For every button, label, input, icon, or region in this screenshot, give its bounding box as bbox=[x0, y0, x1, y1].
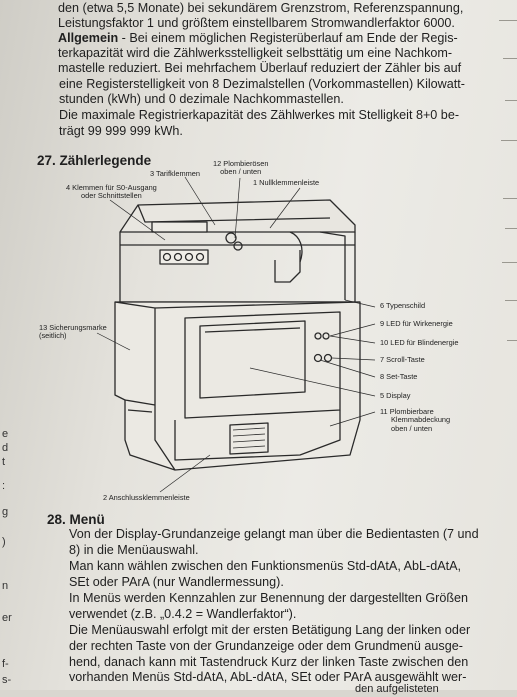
label-3-tariff-terminals: 3 Tarifklemmen bbox=[150, 169, 200, 178]
menu-line-1: Von der Display-Grundanzeige gelangt man… bbox=[69, 527, 479, 541]
menu-line-3: Man kann wählen zwischen den Funktionsme… bbox=[69, 559, 462, 573]
intro-line-3: Allgemein - Bei einem möglichen Register… bbox=[58, 31, 458, 45]
menu-line-8: der rechten Taste von der Grundanzeige o… bbox=[69, 639, 463, 653]
menu-line-4: SEt oder PArA (nur Wandlermessung). bbox=[69, 575, 284, 589]
intro-line-1: den (etwa 5,5 Monate) bei sekundärem Gre… bbox=[58, 1, 464, 15]
label-13-security-mark: 13 Sicherungsmarke(seitlich) bbox=[39, 323, 107, 341]
margin-fragment: d bbox=[2, 442, 9, 454]
margin-fragment: e bbox=[2, 428, 9, 440]
menu-line-10: vorhanden Menüs Std-dAtA, AbL-dAtA, SEt … bbox=[69, 670, 467, 684]
section-28-heading: 28. Menü bbox=[47, 512, 105, 527]
margin-fragment: g bbox=[2, 506, 9, 518]
intro-line-5: mastelle reduziert. Bei mehrfachem Überl… bbox=[58, 61, 462, 75]
intro-line-6: eine Registerstelligkeit von 8 Dezimalst… bbox=[59, 77, 465, 91]
intro-line-7: stunden (kWh) und 0 dezimale Nachkommast… bbox=[59, 92, 344, 106]
menu-line-9: hend, danach kann mit Tastendruck Kurz d… bbox=[69, 655, 469, 669]
label-1-neutral-strip: 1 Nullklemmenleiste bbox=[253, 178, 320, 187]
menu-line-6: verwendet (z.B. „0.4.2 = Wandlerfaktor“)… bbox=[69, 607, 297, 621]
margin-fragment: f- bbox=[2, 658, 9, 670]
label-10-led-reactive: 10 LED für Blindenergie bbox=[380, 338, 459, 347]
label-6-type-plate: 6 Typenschild bbox=[380, 301, 426, 310]
label-5-display: 5 Display bbox=[380, 391, 411, 400]
margin-fragment: ) bbox=[2, 536, 6, 548]
intro-line-2: Leistungsfaktor 1 und größtem einstellba… bbox=[58, 16, 455, 30]
label-7-scroll-key: 7 Scroll-Taste bbox=[380, 355, 425, 364]
margin-fragment: er bbox=[2, 612, 12, 624]
label-9-led-active: 9 LED für Wirkenergie bbox=[380, 319, 453, 328]
margin-fragment: n bbox=[2, 580, 9, 592]
menu-line-2: 8) in die Menüauswahl. bbox=[69, 543, 199, 557]
margin-fragment: s- bbox=[2, 674, 12, 686]
margin-fragment: t bbox=[2, 456, 6, 468]
menu-line-5: In Menüs werden Kennzahlen zur Benennung… bbox=[69, 591, 469, 605]
intro-line-8: Die maximale Registrierkapazität des Zäh… bbox=[59, 108, 460, 122]
margin-fragment: : bbox=[2, 480, 6, 492]
intro-line-9: trägt 99 999 999 kWh. bbox=[59, 124, 183, 138]
intro-line-4: terkapazität wird die Zählwerksstelligke… bbox=[58, 46, 453, 60]
menu-line-7: Die Menüauswahl erfolgt mit der ersten B… bbox=[69, 623, 471, 637]
section-27-heading: 27. Zählerlegende bbox=[37, 153, 152, 168]
label-8-set-key: 8 Set-Taste bbox=[380, 372, 418, 381]
label-2-connection-strip: 2 Anschlussklemmenleiste bbox=[103, 493, 190, 502]
